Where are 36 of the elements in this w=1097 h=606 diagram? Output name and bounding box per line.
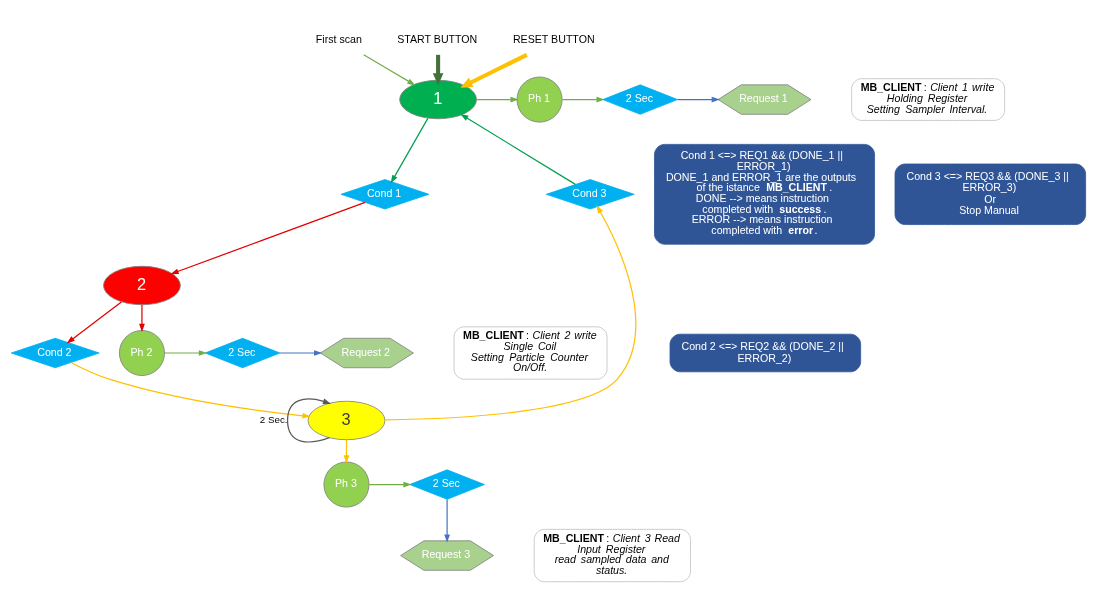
arrow [432,54,444,85]
node-circle: Ph 2 [118,329,165,376]
arrow [363,53,416,85]
node-box: Cond 1 <=> REQ1 && (DONE_1 || ERROR_1) DONE_1 and ERROR_1 are the outputs of the istance MB_CLIENT. DONE --> means instruction completed with success. ERROR --> means instruction completed with error. [654,143,875,245]
node-box: Cond 2 <=> REQ2 && (DONE_2 || ERROR_2) [669,333,862,372]
node-text: First scan [315,32,362,45]
arrow [384,204,637,420]
arrow [66,300,122,344]
arrow [164,349,208,356]
arrow [476,96,519,102]
node-circle: Ph 1 [516,76,563,123]
node-circle: Ph 3 [323,461,370,508]
arrow [286,397,332,443]
arrow [170,201,366,274]
node-diamond: 2 Sec [602,83,678,115]
node-box: Cond 3 <=> REQ3 && (DONE_3 || ERROR_3) Or Stop Manual [894,163,1087,225]
node-box: MB_CLIENT: Client 1 write Holding Register Setting Sampler Interval. [851,77,1006,121]
arrow [368,481,412,487]
node-diamond: Cond 1 [340,178,430,209]
arrow [279,349,323,356]
arrow [676,96,720,102]
arrow [390,117,429,183]
node-diamond: 2 Sec [204,337,281,368]
node-diamond: Cond 3 [545,178,635,209]
arrow [444,498,450,543]
arrow [460,113,576,185]
node-text: RESET BUTTON [512,32,595,45]
node-box: MB_CLIENT: Client 3 Read Input Register read sampled data and status. [533,528,691,582]
arrow [139,303,145,332]
arrow [561,96,605,102]
edge-label: 2 Sec. [259,413,288,425]
arrow [70,361,311,419]
arrow [460,52,528,88]
node-text: START BUTTON [397,32,478,45]
node-diamond: 2 Sec [409,468,485,500]
node-box: MB_CLIENT: Client 2 write Single Coil Setting Particle Counter On/Off. [453,325,608,380]
